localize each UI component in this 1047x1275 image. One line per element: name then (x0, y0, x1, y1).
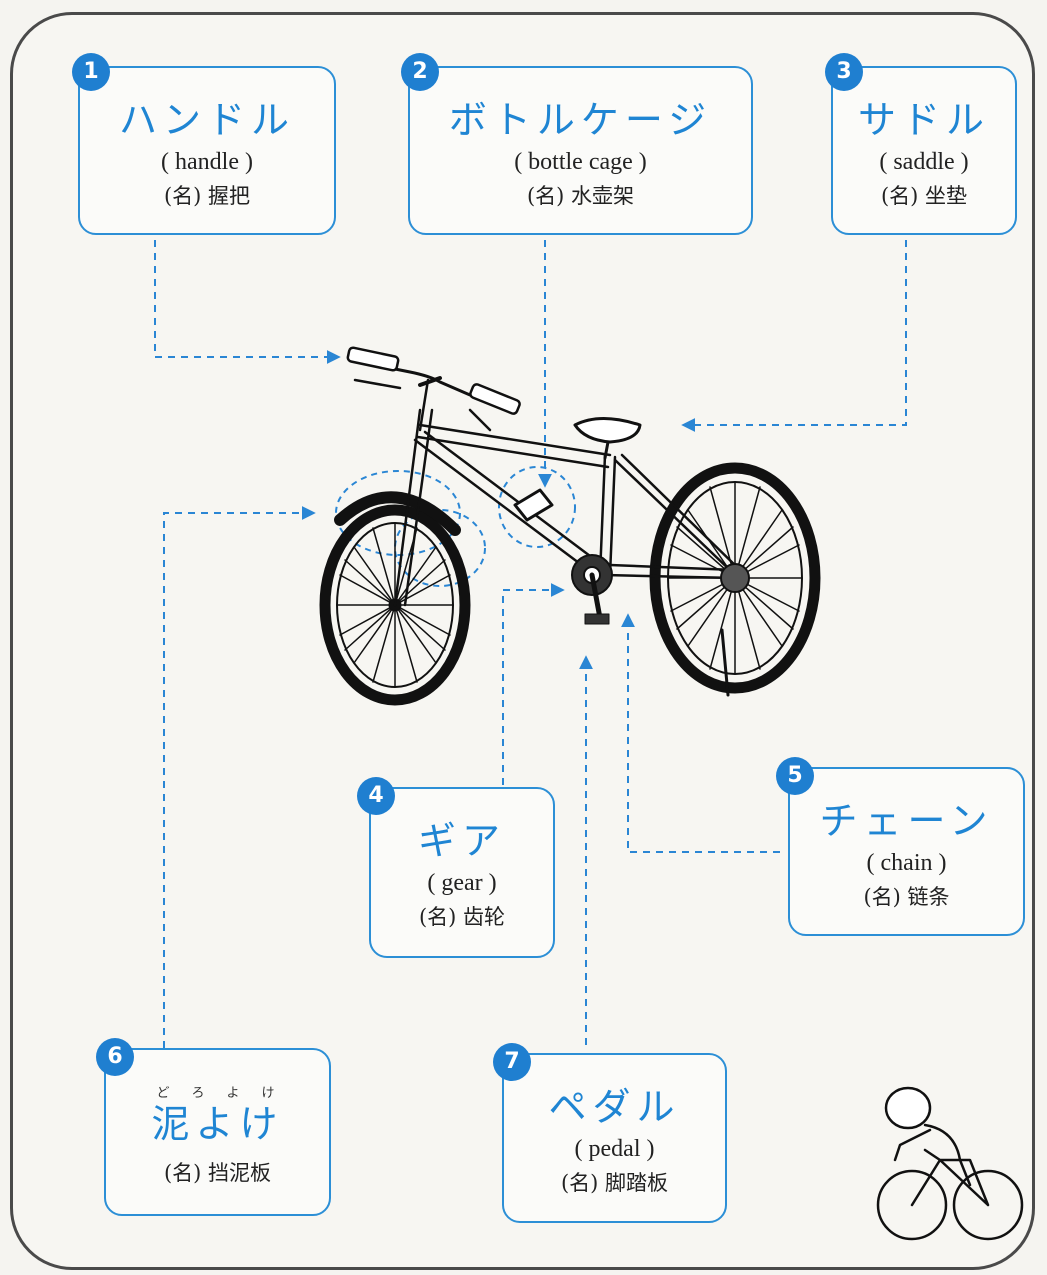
term-reading: ( chain ) (866, 850, 947, 876)
number-badge-5: 5 (776, 757, 814, 795)
term-meaning: (名) 脚踏板 (560, 1171, 669, 1195)
number-badge-3: 3 (825, 53, 863, 91)
front-fender (334, 491, 461, 536)
highlight-fender-rear (394, 509, 486, 587)
bicycle-illustration (319, 346, 821, 706)
leader-handle (154, 240, 341, 364)
bottle-cage (513, 488, 554, 522)
highlight-bottle-cage (498, 466, 576, 548)
number-badge-1: 1 (72, 53, 110, 91)
term-meaning: (名) 挡泥板 (163, 1161, 272, 1185)
handlebar (346, 346, 521, 432)
term-furigana: どろよけ (156, 1086, 297, 1101)
term-card-bottle-cage: ボトルケージ ( bottle cage ) (名) 水壶架 (408, 66, 753, 235)
highlight-fender-top (335, 470, 461, 556)
term-card-fender: どろよけ 泥よけ (名) 挡泥板 (104, 1048, 331, 1216)
leader-gear (502, 583, 565, 785)
term-label: ボトルケージ (448, 98, 713, 142)
leader-arrows (154, 240, 907, 1048)
term-label: ペダル (548, 1085, 681, 1129)
term-card-saddle: サドル ( saddle ) (名) 坐垫 (831, 66, 1017, 235)
term-meaning: (名) 水壶架 (526, 184, 635, 208)
term-reading: ( handle ) (161, 149, 253, 175)
term-label: サドル (857, 98, 990, 142)
leader-saddle (681, 240, 907, 432)
term-card-chain: チェーン ( chain ) (名) 链条 (788, 767, 1025, 936)
term-reading: ( gear ) (427, 870, 497, 896)
term-meaning: (名) 链条 (863, 885, 950, 909)
cyclist-icon (876, 1086, 1024, 1241)
number-badge-7: 7 (493, 1043, 531, 1081)
chainring (571, 554, 613, 625)
term-meaning: (名) 坐垫 (880, 184, 968, 208)
term-reading: ( pedal ) (574, 1136, 655, 1162)
term-label: ギア (417, 819, 506, 863)
number-badge-4: 4 (357, 777, 395, 815)
saddle (573, 417, 642, 444)
leader-fender (163, 506, 316, 1048)
highlight-circles (335, 466, 576, 587)
term-label: 泥よけ (151, 1102, 284, 1146)
term-card-pedal: ペダル ( pedal ) (名) 脚踏板 (502, 1053, 727, 1223)
term-meaning: (名) 齿轮 (418, 905, 506, 929)
leader-chain (621, 613, 780, 853)
term-label: ハンドル (118, 98, 295, 142)
term-card-gear: ギア ( gear ) (名) 齿轮 (369, 787, 555, 958)
term-meaning: (名) 握把 (163, 184, 251, 208)
term-reading: ( saddle ) (879, 149, 969, 175)
term-reading: ( bottle cage ) (514, 149, 647, 175)
number-badge-6: 6 (96, 1038, 134, 1076)
term-label: チェーン (819, 799, 994, 843)
term-card-handle: ハンドル ( handle ) (名) 握把 (78, 66, 336, 235)
number-badge-2: 2 (401, 53, 439, 91)
